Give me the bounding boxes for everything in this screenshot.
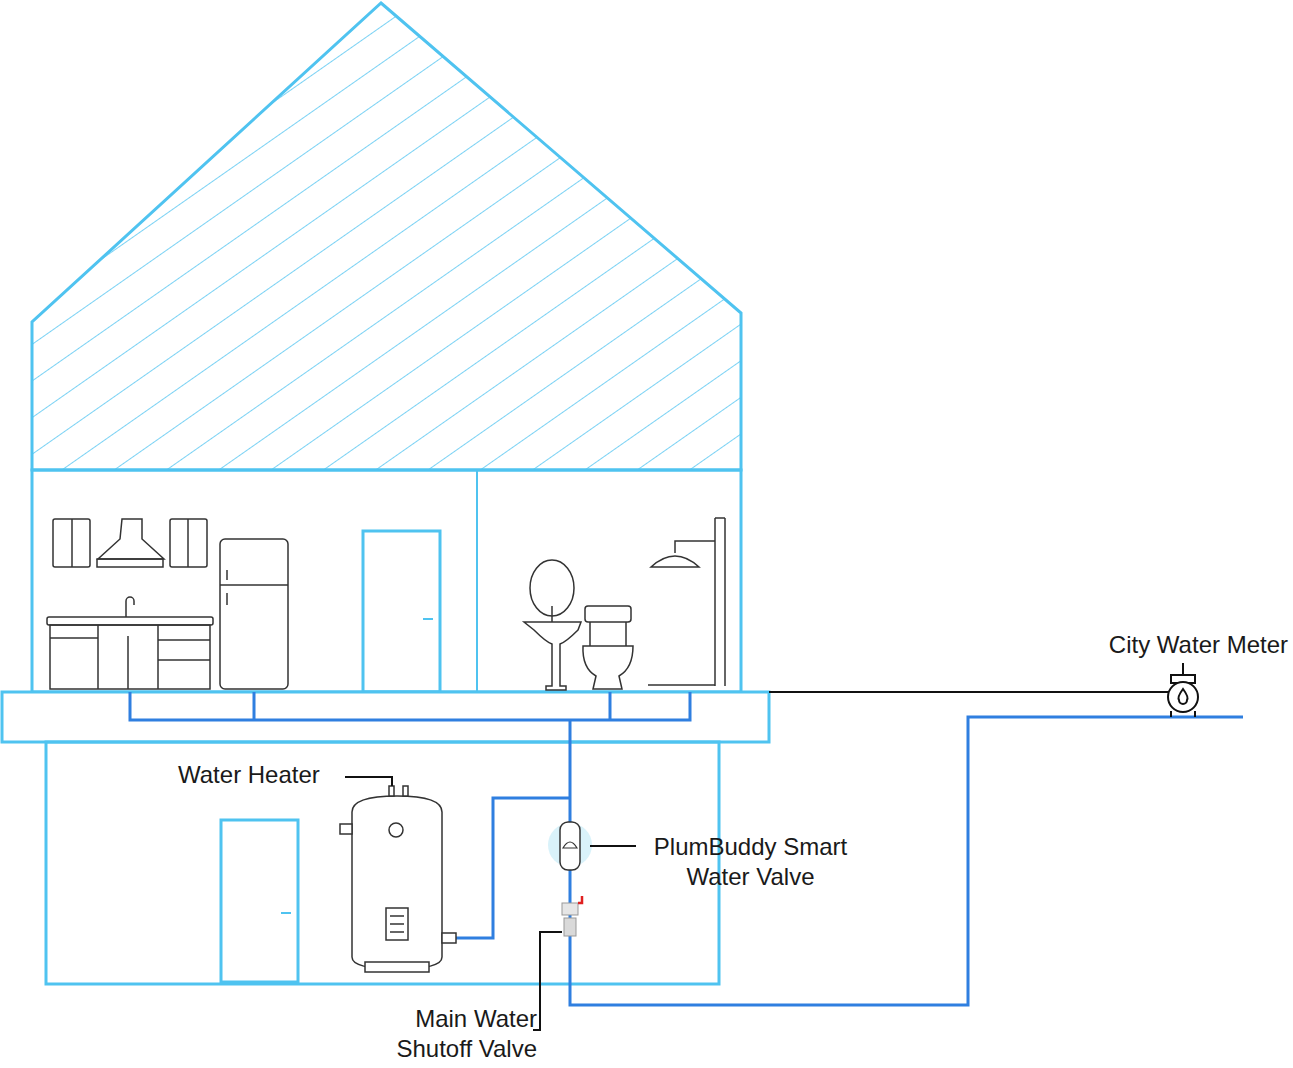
basement <box>46 742 719 984</box>
water-heater <box>340 786 456 972</box>
leader-line <box>590 845 636 847</box>
callout-label: Main Water Shutoff Valve <box>360 1004 537 1064</box>
door <box>221 820 298 982</box>
wall <box>476 470 478 692</box>
shutoff-valve <box>562 896 582 936</box>
smart-valve <box>548 822 592 870</box>
roof <box>32 3 741 470</box>
door <box>363 531 440 692</box>
callout-label: Water Heater <box>178 760 320 790</box>
bathroom <box>524 518 725 690</box>
floor-slab <box>2 692 769 742</box>
water-meter <box>1168 675 1198 717</box>
water-pipes <box>130 692 1243 1005</box>
callout-label: City Water Meter <box>1109 630 1288 660</box>
leader-line <box>345 777 392 786</box>
callout-label: PlumBuddy Smart Water Valve <box>643 832 858 892</box>
main-floor <box>32 470 741 692</box>
leader-line <box>1182 663 1184 675</box>
leader-line <box>533 932 562 1030</box>
meter-line <box>769 691 1170 693</box>
kitchen <box>47 519 288 689</box>
